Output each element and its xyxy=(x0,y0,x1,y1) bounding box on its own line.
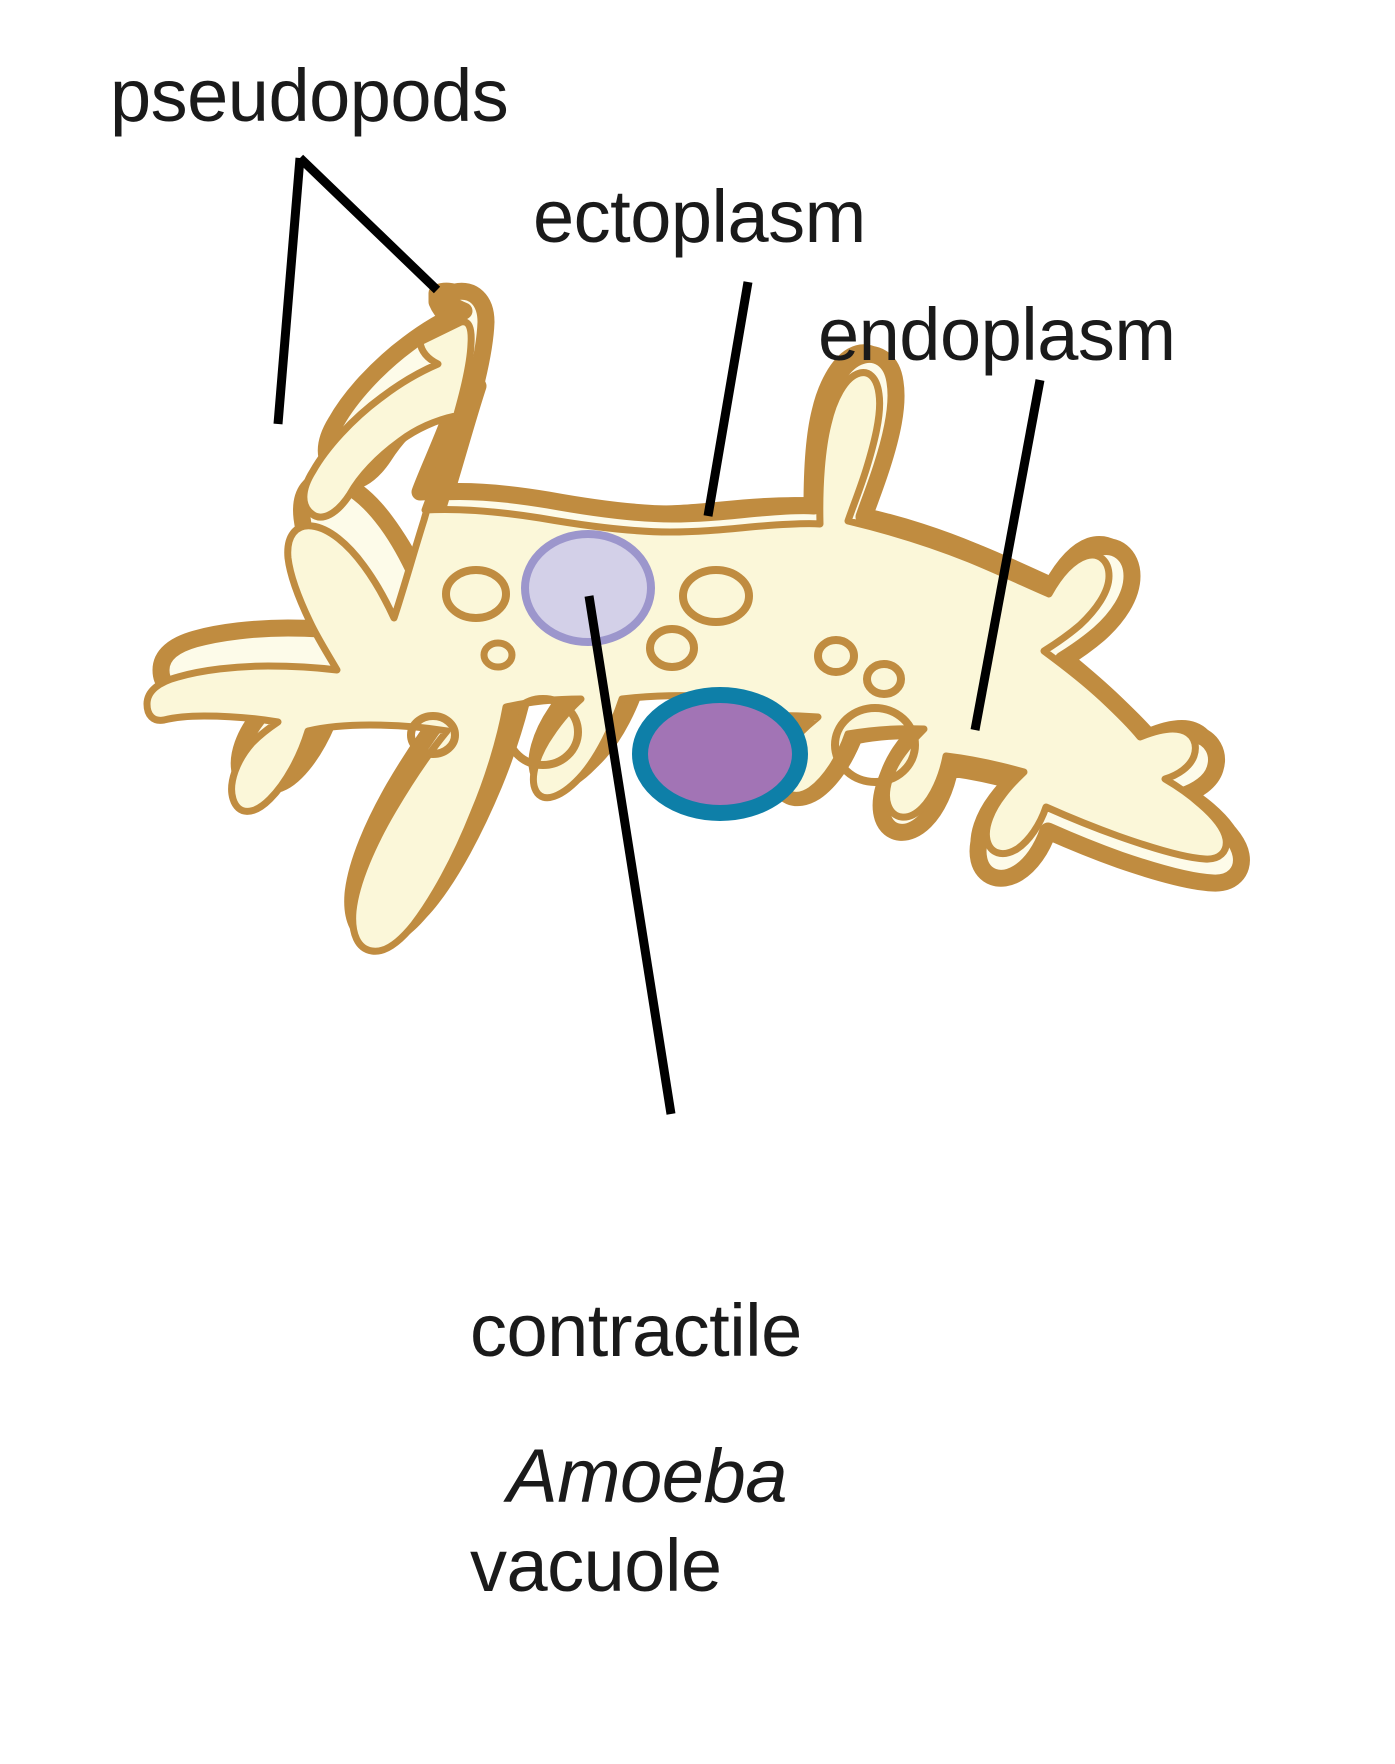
food-vacuoles-group xyxy=(407,566,919,786)
leader-line-ectoplasm xyxy=(703,281,753,517)
leader-line-pseudopod-left xyxy=(273,157,305,425)
food-vacuole xyxy=(679,566,753,626)
label-endoplasm: endoplasm xyxy=(818,293,1176,376)
food-vacuole xyxy=(504,695,582,769)
food-vacuole xyxy=(863,660,905,698)
label-pseudopods: pseudopods xyxy=(110,54,509,137)
nucleus xyxy=(632,687,808,821)
food-vacuole xyxy=(814,636,858,676)
leader-line-pseudopod-right xyxy=(296,154,441,294)
label-contractile-vacuole: contractile vacuole xyxy=(470,1135,802,1763)
leader-line-endoplasm xyxy=(970,379,1045,731)
food-vacuole xyxy=(831,704,919,786)
food-vacuole xyxy=(480,639,516,671)
leader-line-contractile-vacuole xyxy=(584,595,676,1115)
cell-body-group xyxy=(143,282,1250,955)
figure-caption-amoeba: Amoeba xyxy=(507,1434,788,1519)
food-vacuole xyxy=(646,625,698,671)
leader-lines-group xyxy=(273,154,1045,1115)
amoeba-diagram-figure: pseudopods ectoplasm endoplasm contracti… xyxy=(110,54,1250,1606)
label-ectoplasm: ectoplasm xyxy=(533,175,866,258)
contractile-vacuole xyxy=(521,530,655,646)
label-contractile-vacuole-line2: vacuole xyxy=(470,1524,722,1608)
label-contractile-vacuole-line1: contractile xyxy=(470,1288,802,1372)
food-vacuole xyxy=(442,566,510,622)
amoeba-illustration xyxy=(143,154,1250,1115)
food-vacuole xyxy=(407,712,459,758)
